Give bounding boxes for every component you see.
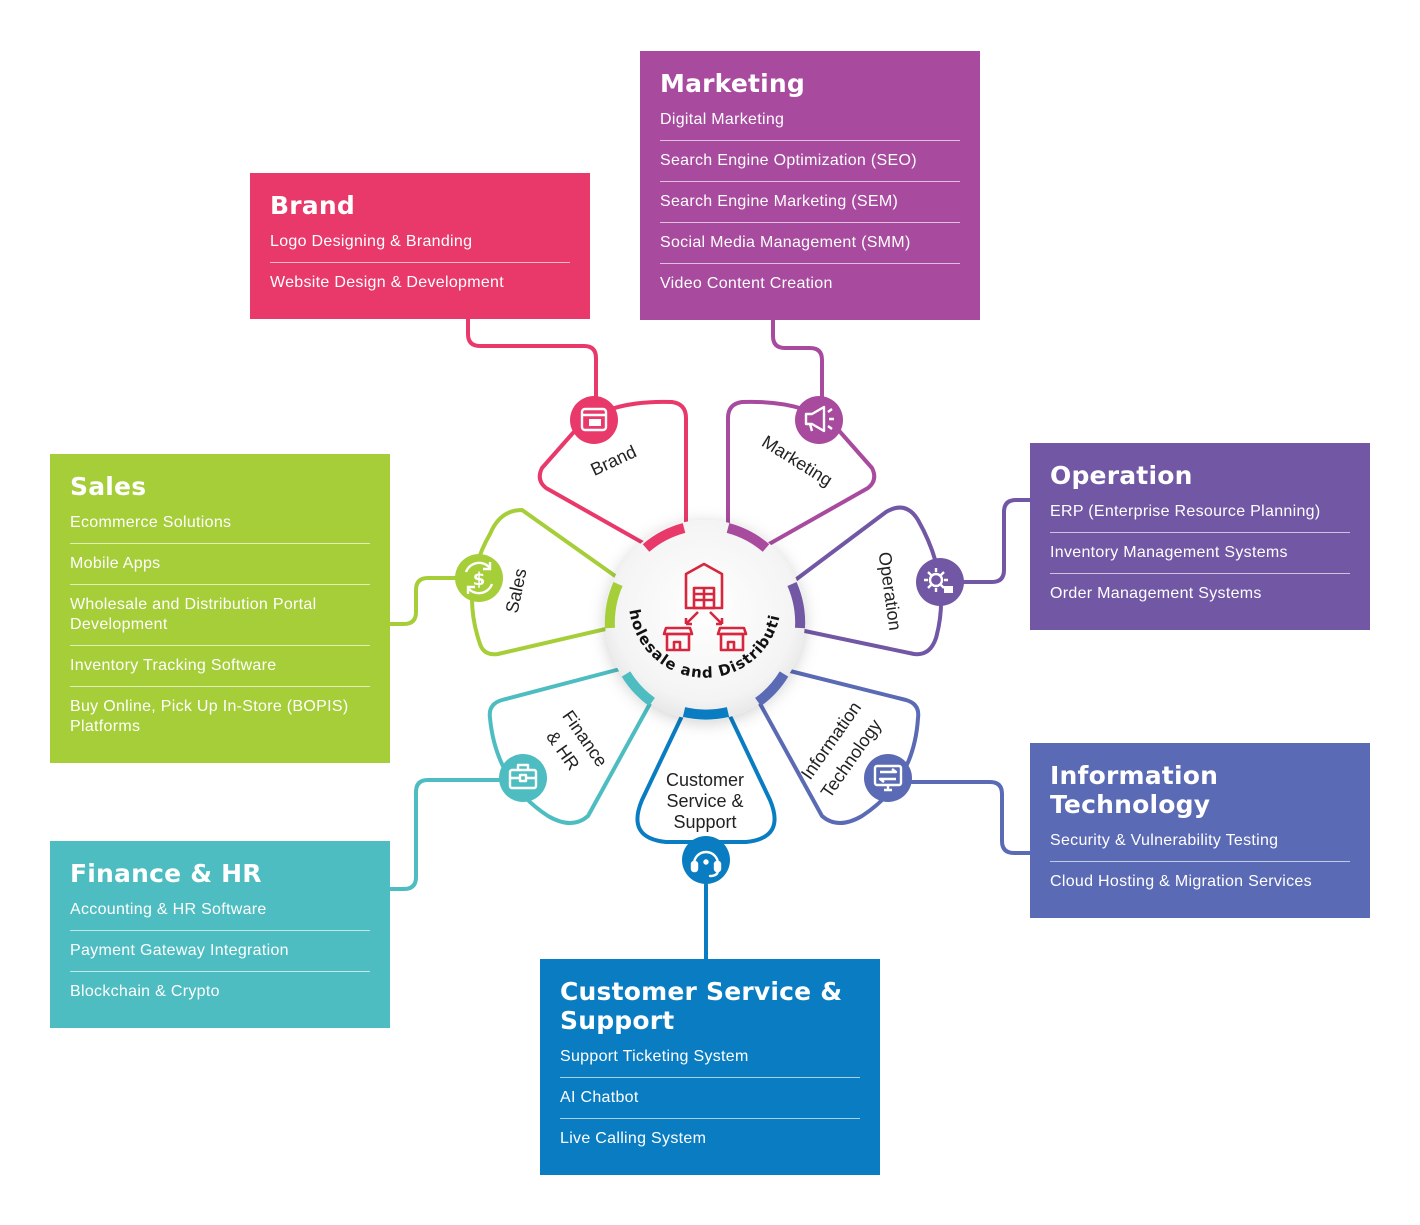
it-box-title: Information Technology bbox=[1050, 761, 1350, 819]
it-icon-badge bbox=[864, 754, 912, 802]
list-item: Search Engine Optimization (SEO) bbox=[660, 141, 960, 182]
sales-box-title: Sales bbox=[70, 472, 147, 501]
list-item: Logo Designing & Branding bbox=[270, 230, 570, 263]
petal-label-customer-2: Service & bbox=[666, 791, 743, 811]
list-item: Payment Gateway Integration bbox=[70, 931, 370, 972]
gear-settings-icon bbox=[924, 568, 953, 593]
hub-segment-it bbox=[754, 671, 789, 707]
hub-segment-sales bbox=[604, 581, 623, 629]
operation-box-list: ERP (Enterprise Resource Planning) Inven… bbox=[1050, 500, 1350, 614]
petal-label-operation: Operation bbox=[875, 551, 906, 632]
marketing-connector bbox=[771, 318, 824, 400]
marketing-box-list: Digital Marketing Search Engine Optimiza… bbox=[660, 108, 960, 304]
list-item: Wholesale and Distribution Portal Develo… bbox=[70, 585, 370, 646]
marketing-box-title: Marketing bbox=[660, 69, 806, 98]
headset-support-icon bbox=[690, 850, 722, 878]
sales-connector bbox=[388, 576, 458, 626]
finance-box-title: Finance & HR bbox=[70, 859, 262, 888]
it-box: Information Technology Security & Vulner… bbox=[1030, 743, 1370, 918]
finance-box: Finance & HR Accounting & HR Software Pa… bbox=[50, 841, 390, 1028]
customer-box-title: Customer Service & Support bbox=[560, 977, 860, 1035]
customer-box: Customer Service & Support Support Ticke… bbox=[540, 959, 880, 1175]
customer-box-title-line1: Customer Service & bbox=[560, 977, 843, 1006]
hub-segment-finance bbox=[621, 671, 656, 707]
list-item: Website Design & Development bbox=[270, 274, 504, 291]
brand-connector bbox=[466, 316, 598, 400]
customer-box-title-line2: Support bbox=[560, 1006, 675, 1035]
list-item: Inventory Tracking Software bbox=[70, 646, 370, 687]
hub-segment-marketing bbox=[726, 523, 770, 552]
dollar-sign-glyph: $ bbox=[473, 569, 486, 590]
brand-icon-badge bbox=[570, 396, 618, 444]
list-item: Mobile Apps bbox=[70, 544, 370, 585]
it-connector bbox=[910, 780, 1032, 855]
it-box-list: Security & Vulnerability Testing Cloud H… bbox=[1050, 829, 1350, 902]
list-item: Live Calling System bbox=[560, 1130, 707, 1147]
hub-segment-operation bbox=[787, 581, 806, 629]
list-item: Buy Online, Pick Up In-Store (BOPIS) Pla… bbox=[70, 698, 349, 735]
hub-segment-brand bbox=[642, 523, 686, 552]
it-box-title-line2: Technology bbox=[1050, 790, 1211, 819]
hub-segment-customer bbox=[682, 707, 730, 720]
list-item: Search Engine Marketing (SEM) bbox=[660, 182, 960, 223]
list-item: Accounting & HR Software bbox=[70, 898, 370, 931]
list-item: Security & Vulnerability Testing bbox=[1050, 829, 1350, 862]
list-item: Support Ticketing System bbox=[560, 1045, 860, 1078]
it-box-title-line1: Information bbox=[1050, 761, 1219, 790]
operation-box-title: Operation bbox=[1050, 461, 1193, 490]
operation-icon-badge bbox=[916, 558, 964, 606]
finance-icon-badge bbox=[499, 754, 547, 802]
operation-connector bbox=[960, 498, 1032, 584]
petal-label-sales: Sales bbox=[502, 567, 531, 615]
list-item: AI Chatbot bbox=[560, 1078, 860, 1119]
customer-icon-badge bbox=[682, 836, 730, 884]
sales-box-list: Ecommerce Solutions Mobile Apps Wholesal… bbox=[70, 511, 370, 747]
dollar-cycle-icon bbox=[464, 561, 494, 595]
operation-box: Operation ERP (Enterprise Resource Plann… bbox=[1030, 443, 1370, 630]
list-item: Social Media Management (SMM) bbox=[660, 223, 960, 264]
sales-icon-badge: $ bbox=[455, 554, 503, 602]
marketing-box: Marketing Digital Marketing Search Engin… bbox=[640, 51, 980, 320]
monitor-transfer-icon bbox=[873, 764, 903, 792]
browser-window-icon bbox=[580, 407, 608, 432]
finance-box-list: Accounting & HR Software Payment Gateway… bbox=[70, 898, 370, 1012]
customer-box-list: Support Ticketing System AI Chatbot Live… bbox=[560, 1045, 860, 1159]
brand-box-list: Logo Designing & Branding Website Design… bbox=[270, 230, 570, 303]
list-item: Blockchain & Crypto bbox=[70, 983, 220, 1000]
petal-label-brand: Brand bbox=[587, 441, 639, 479]
marketing-icon-badge bbox=[795, 396, 843, 444]
sales-box: Sales Ecommerce Solutions Mobile Apps Wh… bbox=[50, 454, 390, 763]
brand-box-title: Brand bbox=[270, 191, 355, 220]
briefcase-icon bbox=[508, 763, 538, 790]
list-item: Digital Marketing bbox=[660, 108, 960, 141]
petal-label-customer-1: Customer bbox=[666, 770, 744, 790]
petal-label-customer-3: Support bbox=[673, 812, 736, 832]
hub-circle bbox=[605, 520, 805, 720]
megaphone-icon bbox=[804, 405, 834, 433]
list-item: Cloud Hosting & Migration Services bbox=[1050, 873, 1312, 890]
list-item: ERP (Enterprise Resource Planning) bbox=[1050, 500, 1350, 533]
brand-box: Brand Logo Designing & Branding Website … bbox=[250, 173, 590, 319]
list-item: Inventory Management Systems bbox=[1050, 533, 1350, 574]
list-item: Video Content Creation bbox=[660, 275, 833, 292]
list-item: Order Management Systems bbox=[1050, 585, 1262, 602]
list-item: Ecommerce Solutions bbox=[70, 511, 370, 544]
finance-connector bbox=[388, 778, 502, 891]
warehouse-stores-icon bbox=[662, 562, 748, 652]
